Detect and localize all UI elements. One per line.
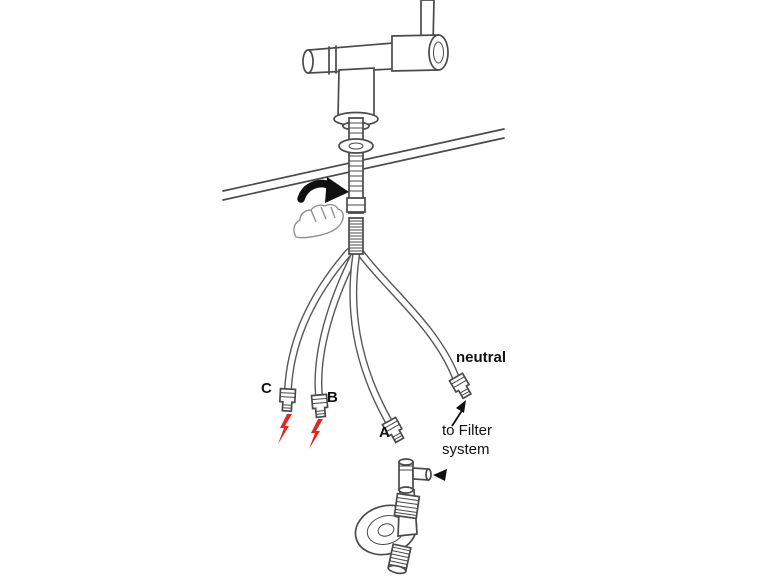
tee-fitting (398, 458, 432, 494)
hose-b (314, 252, 358, 400)
faucet-body (302, 0, 449, 131)
hot-water-bolt-icon (278, 414, 292, 444)
label-filter-system: to Filter system (442, 422, 493, 458)
hose-a-braided-connector (348, 217, 364, 255)
angle-valve (354, 489, 421, 575)
hose-b-fitting (310, 393, 329, 419)
faucet-collar (328, 45, 337, 75)
label-hose-a: A (379, 424, 390, 441)
rotation-arrow (297, 177, 349, 203)
hose-c-fitting (278, 387, 297, 413)
faucet-column (337, 67, 375, 118)
mounting-shank (338, 117, 374, 214)
hoses (284, 248, 460, 426)
tee-outlet-arrow-icon (433, 469, 447, 481)
valve-outlet (387, 543, 412, 575)
hand-icon (293, 203, 344, 239)
label-hose-b: B (327, 389, 338, 406)
hot-water-bolt-icon (309, 419, 323, 449)
label-neutral: neutral (456, 349, 507, 366)
filter-label-arrow-icon (451, 400, 466, 427)
hose-neutral-fitting (448, 372, 473, 400)
label-hose-c: C (261, 380, 272, 397)
valve-knurled-nut (393, 492, 421, 520)
hose-a-fitting (381, 416, 405, 444)
